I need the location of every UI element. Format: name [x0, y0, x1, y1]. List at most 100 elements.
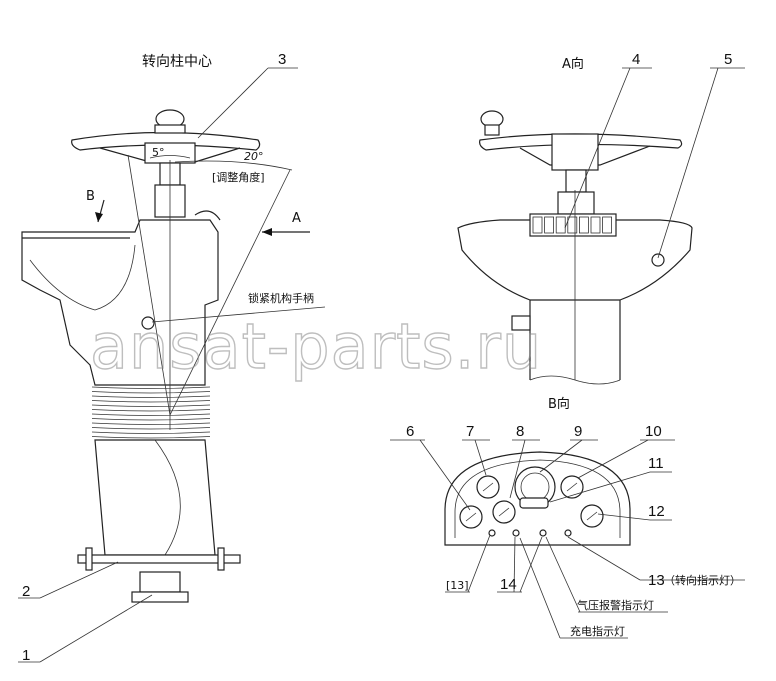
- a-dashboard: [457, 219, 693, 301]
- bellows-ridge: [91, 386, 211, 389]
- switch: [579, 216, 589, 234]
- adjust-angle-label: [调整角度]: [212, 170, 265, 184]
- air-alarm-label: 气压报警指示灯: [577, 598, 654, 612]
- indicator-lamps: [488, 529, 572, 537]
- bellows-ridge: [91, 413, 211, 416]
- leader-air: [545, 536, 581, 613]
- a-handle-stub: [511, 315, 531, 331]
- leader-8: [509, 439, 526, 499]
- view-a-label: A向: [562, 56, 584, 72]
- axis-line-3: [169, 169, 291, 416]
- gauge-needle: [566, 482, 578, 492]
- leader-4: [564, 67, 631, 229]
- switch: [532, 216, 543, 234]
- watermark: ansat-parts.ru: [90, 310, 542, 383]
- steering-center-label: 转向柱中心: [142, 54, 212, 70]
- callout-13-bracket: [13]: [446, 579, 469, 592]
- leader-12: [597, 513, 651, 521]
- arrow-a-head: [262, 228, 272, 236]
- housing-cap: [194, 210, 221, 221]
- arrow-b-head: [95, 212, 103, 222]
- leader-6: [419, 439, 471, 511]
- arrow-b-label: B: [86, 189, 95, 204]
- a-view: [457, 67, 745, 385]
- angle-arc-20: [174, 160, 293, 171]
- gauge-needle: [586, 511, 598, 521]
- switch-panel-frame: [529, 213, 617, 237]
- leader-7: [474, 439, 487, 476]
- indicator-11: [519, 497, 549, 509]
- a-hub: [551, 133, 599, 171]
- bottom-flange: [139, 571, 181, 593]
- gauges: [459, 475, 604, 529]
- callout-9: 9: [574, 423, 582, 440]
- instrument-panel-inner: [454, 459, 621, 538]
- a-knob-stem: [484, 124, 500, 136]
- angle-20-label: 20°: [244, 150, 264, 163]
- leader-13b: [467, 534, 491, 593]
- callout-2: 2: [22, 583, 30, 600]
- bellows-ridge: [91, 400, 211, 403]
- bellows-ridge: [91, 418, 211, 421]
- switch: [555, 216, 566, 234]
- bellows-ridge: [91, 409, 211, 412]
- leader-5: [657, 67, 719, 259]
- leader-9: [539, 439, 583, 473]
- indicator-lamp-icon: [512, 529, 520, 537]
- leader-11: [549, 471, 651, 503]
- bellows-ridge: [91, 427, 211, 430]
- leader-charge: [519, 537, 561, 639]
- bottom-disc: [131, 591, 189, 603]
- charge-light-label: 充电指示灯: [570, 624, 625, 638]
- indicator-lamp-icon: [488, 529, 496, 537]
- callout-11: 11: [648, 455, 664, 472]
- callout-10: 10: [645, 423, 662, 440]
- a-lock-knob-icon: [651, 253, 665, 267]
- switch: [544, 216, 554, 234]
- callout-1: 1: [22, 647, 30, 664]
- callout-8: 8: [516, 423, 524, 440]
- housing-curve: [29, 244, 136, 311]
- turn-light-label: （转向指示灯）: [664, 573, 741, 587]
- base-plate: [77, 554, 241, 564]
- gauge-needle: [465, 512, 477, 522]
- b-view-panel: [390, 439, 745, 639]
- callout-7: 7: [466, 423, 474, 440]
- column-housing: [21, 219, 219, 386]
- callout-5: 5: [724, 51, 732, 68]
- lock-handle-label: 锁紧机构手柄: [248, 291, 314, 305]
- bellows-ridge: [91, 395, 211, 398]
- pedestal-curve: [154, 439, 181, 556]
- angle-5-label: 5°: [152, 146, 165, 159]
- switch: [590, 216, 601, 234]
- leader-13: [567, 536, 641, 581]
- callout-14: 14: [500, 576, 517, 593]
- a-column-upper: [565, 169, 587, 193]
- a-lower-column: [529, 300, 621, 380]
- leader-3: [197, 67, 269, 139]
- callout-12: 12: [648, 503, 665, 520]
- a-column-joint: [557, 191, 595, 215]
- bolt-left: [85, 547, 93, 571]
- pedestal: [94, 439, 216, 556]
- bellows: [91, 386, 211, 439]
- bellows-ridge: [91, 431, 211, 434]
- bellows-ridge: [91, 436, 211, 439]
- bellows-ridge: [91, 422, 211, 425]
- callout-3: 3: [278, 51, 286, 68]
- indicator-lamp-icon: [564, 529, 572, 537]
- bolt-right: [217, 547, 225, 571]
- callout-4: 4: [632, 51, 640, 68]
- view-b-label: B向: [548, 396, 570, 412]
- gauge-needle: [482, 482, 494, 492]
- leader-2: [39, 561, 119, 599]
- angle-arc-5: [149, 155, 191, 159]
- gauge-needle: [498, 507, 510, 517]
- callout-13: 13: [648, 572, 665, 589]
- axis-line-1: [127, 154, 171, 416]
- bellows-ridge: [91, 404, 211, 407]
- switch: [602, 216, 612, 234]
- side-view: [18, 67, 326, 663]
- bellows-ridge: [91, 391, 211, 394]
